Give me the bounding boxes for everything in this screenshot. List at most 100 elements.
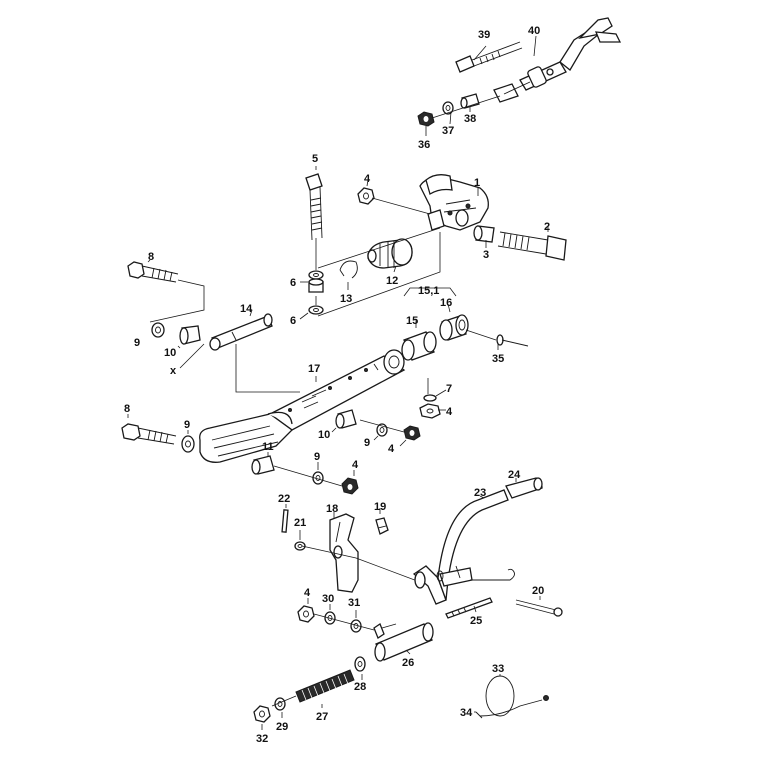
bushing-10-upper bbox=[179, 325, 201, 345]
callout-15: 15 bbox=[406, 315, 418, 327]
callout-29: 29 bbox=[276, 721, 288, 733]
callout-x: x bbox=[170, 365, 177, 377]
callout-19: 19 bbox=[374, 501, 386, 513]
callout-34: 34 bbox=[460, 707, 473, 719]
bushing-10-lower bbox=[335, 409, 357, 429]
callout-38: 38 bbox=[464, 113, 476, 125]
callout-2: 2 bbox=[544, 221, 550, 233]
callout-15-1: 15,1 bbox=[418, 285, 439, 297]
spring-pin-25 bbox=[445, 597, 493, 619]
callout-35: 35 bbox=[492, 353, 504, 365]
callout-27: 27 bbox=[316, 711, 328, 723]
callout-39: 39 bbox=[478, 29, 490, 41]
nut-4-mid bbox=[403, 425, 421, 441]
callout-9: 9 bbox=[314, 451, 320, 463]
nut-4-mid-right bbox=[419, 403, 441, 419]
callout-labels: 1 2 3 4 4 4 4 4 5 6 6 7 8 8 9 9 9 9 10 1… bbox=[124, 25, 550, 745]
washer-6-lower bbox=[308, 305, 324, 315]
callout-6: 6 bbox=[290, 277, 296, 289]
nut-4-low bbox=[341, 477, 359, 495]
bracket-18 bbox=[329, 513, 359, 593]
washer-21 bbox=[294, 541, 306, 551]
clip-13 bbox=[339, 260, 358, 279]
callout-28: 28 bbox=[354, 681, 366, 693]
bushing-16 bbox=[439, 314, 469, 341]
pin-22 bbox=[281, 509, 289, 533]
callout-5: 5 bbox=[312, 153, 318, 165]
callout-36: 36 bbox=[418, 139, 430, 151]
callout-21: 21 bbox=[294, 517, 306, 529]
washer-6-upper bbox=[308, 270, 324, 280]
callout-9: 9 bbox=[364, 437, 370, 449]
callout-4: 4 bbox=[364, 173, 371, 185]
washer-28 bbox=[354, 656, 366, 672]
callout-12: 12 bbox=[386, 275, 398, 287]
bolt-2 bbox=[497, 231, 567, 261]
callout-17: 17 bbox=[308, 363, 320, 375]
handle-assembly-top bbox=[417, 17, 622, 136]
coupling-head-1 bbox=[419, 174, 489, 231]
nut-32 bbox=[253, 705, 271, 723]
washer-9-left bbox=[181, 435, 195, 453]
callout-4: 4 bbox=[388, 443, 395, 455]
callout-37: 37 bbox=[442, 125, 454, 137]
link-rod bbox=[470, 568, 515, 581]
callout-31: 31 bbox=[348, 597, 360, 609]
callout-16: 16 bbox=[440, 297, 452, 309]
bushing-11 bbox=[251, 455, 275, 475]
hand-lever-23 bbox=[412, 489, 509, 605]
callout-40: 40 bbox=[528, 25, 540, 37]
pin-14 bbox=[209, 313, 273, 351]
callout-24: 24 bbox=[508, 469, 521, 481]
spacer-upper bbox=[308, 278, 324, 293]
drawbar-fork bbox=[199, 411, 293, 463]
callout-4: 4 bbox=[304, 587, 311, 599]
callout-3: 3 bbox=[483, 249, 489, 261]
callout-32: 32 bbox=[256, 733, 268, 745]
nut-4-bottom bbox=[297, 605, 315, 623]
grip-24 bbox=[505, 477, 543, 499]
callout-10: 10 bbox=[318, 429, 330, 441]
callout-6: 6 bbox=[290, 315, 296, 327]
bolt-39 bbox=[455, 41, 523, 73]
callout-10: 10 bbox=[164, 347, 176, 359]
bolt-small bbox=[373, 623, 397, 639]
washer-7 bbox=[423, 394, 437, 402]
callout-25: 25 bbox=[470, 615, 482, 627]
washer-29 bbox=[274, 697, 286, 711]
callout-7: 7 bbox=[446, 383, 452, 395]
callout-8: 8 bbox=[124, 403, 130, 415]
washer-37 bbox=[442, 101, 454, 115]
spring-27 bbox=[295, 669, 355, 703]
washer-9-low bbox=[312, 471, 324, 485]
washer-31 bbox=[350, 619, 362, 633]
bushing-15 bbox=[401, 331, 437, 361]
tube-26 bbox=[374, 622, 434, 662]
callout-18: 18 bbox=[326, 503, 338, 515]
callout-8: 8 bbox=[148, 251, 154, 263]
washer-9-upper bbox=[151, 322, 165, 338]
callout-33: 33 bbox=[492, 663, 504, 675]
nut-4-top bbox=[357, 187, 375, 205]
bolt-8-upper bbox=[127, 261, 179, 283]
callout-9: 9 bbox=[184, 419, 190, 431]
callout-4: 4 bbox=[352, 459, 359, 471]
bushing-3 bbox=[473, 225, 495, 243]
callout-11: 11 bbox=[262, 441, 274, 453]
callout-30: 30 bbox=[322, 593, 334, 605]
callout-14: 14 bbox=[240, 303, 253, 315]
lever-40 bbox=[493, 17, 622, 103]
nut-36 bbox=[417, 111, 435, 127]
callout-13: 13 bbox=[340, 293, 352, 305]
callout-4: 4 bbox=[446, 406, 453, 418]
callout-23: 23 bbox=[474, 487, 486, 499]
pin-20 bbox=[515, 599, 563, 617]
bolt-5 bbox=[305, 173, 323, 241]
bolt-8-lower bbox=[121, 423, 177, 445]
callout-20: 20 bbox=[532, 585, 544, 597]
callout-26: 26 bbox=[402, 657, 414, 669]
cable-34 bbox=[475, 695, 549, 719]
screw-19 bbox=[375, 517, 389, 535]
callout-22: 22 bbox=[278, 493, 290, 505]
